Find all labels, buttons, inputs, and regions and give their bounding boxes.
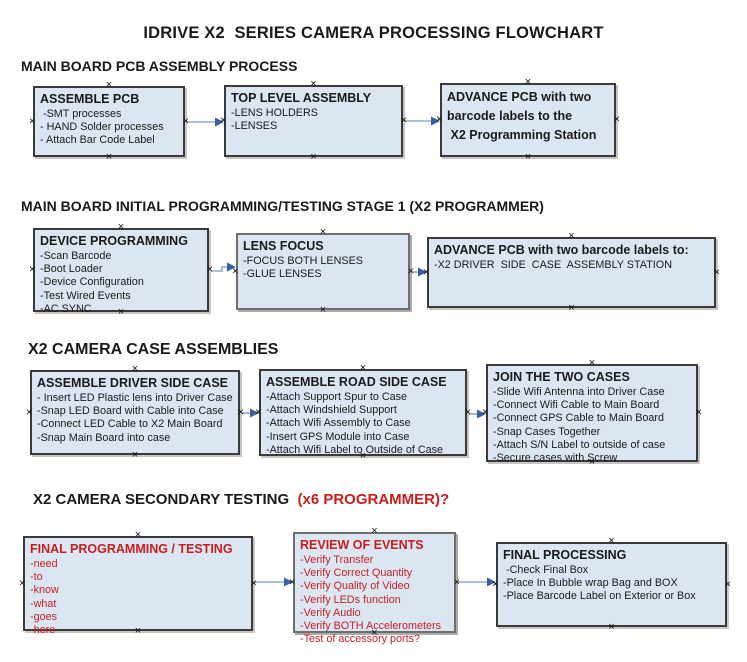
box-item: -Test Wired Events bbox=[40, 289, 131, 302]
box-title: ASSEMBLE ROAD SIDE CASE bbox=[266, 375, 447, 389]
box-item: -Snap LED Board with Cable into Case bbox=[37, 405, 224, 418]
connector-arrow-lensfocus-to-advance[interactable] bbox=[412, 267, 427, 277]
connector-arrow-assemble-to-toplevel[interactable] bbox=[187, 117, 224, 127]
box-item: -Snap Main Board into case bbox=[37, 431, 171, 444]
box-items: -Scan Barcode -Boot Loader -Device Confi… bbox=[40, 250, 203, 316]
box-title: ASSEMBLE PCB bbox=[40, 92, 140, 106]
connector-arrow-finalprog-to-review[interactable] bbox=[255, 577, 293, 587]
box-item: -GLUE LENSES bbox=[243, 268, 322, 281]
box-item: -Verify Correct Quantity bbox=[300, 567, 413, 580]
box-item: -Place Barcode Label on Exterior or Box bbox=[503, 590, 696, 603]
box-item: -X2 DRIVER SIDE CASE ASSEMBLY STATION bbox=[434, 259, 672, 271]
box-item: - HAND Solder processes bbox=[40, 121, 164, 134]
box-item: -need bbox=[30, 558, 58, 570]
box-item: -what bbox=[30, 597, 57, 610]
box-item: -Attach S/N Label to outside of case bbox=[493, 438, 666, 451]
section-header-secondary-testing: X2 CAMERA SECONDARY TESTING (x6 PROGRAMM… bbox=[33, 491, 449, 508]
box-item: -AC SYNC bbox=[40, 302, 92, 315]
box-item: -Device Configuration bbox=[40, 276, 144, 289]
box-item: -know bbox=[30, 584, 59, 597]
box-item: -Test of accessory ports? bbox=[300, 633, 421, 646]
box-item: -here bbox=[30, 624, 56, 637]
connector-arrow-toplevel-to-advance[interactable] bbox=[405, 116, 440, 126]
box-item: -to bbox=[30, 571, 43, 584]
section-header-case-assemblies: X2 CAMERA CASE ASSEMBLIES bbox=[28, 341, 279, 358]
box-items: -X2 DRIVER SIDE CASE ASSEMBLY STATION bbox=[434, 259, 710, 272]
box-items: -LENS HOLDERS -LENSES bbox=[231, 107, 397, 133]
section-header-initial-programming: MAIN BOARD INITIAL PROGRAMMING/TESTING S… bbox=[21, 198, 544, 214]
box-item: - Attach Bar Code Label bbox=[40, 134, 155, 147]
box-item: -Connect GPS Cable to Main Board bbox=[493, 412, 665, 425]
box-item: -Attach Windshield Support bbox=[266, 404, 397, 417]
box-item: -LENSES bbox=[231, 120, 278, 133]
box-item: - Insert LED Plastic lens into Driver Ca… bbox=[37, 392, 233, 404]
section-header-red-part: (x6 PROGRAMMER)? bbox=[297, 491, 450, 508]
flow-box-review-of-events[interactable]: × × × × REVIEW OF EVENTS -Verify Transfe… bbox=[289, 526, 460, 646]
flow-box-advance-pcb-to-programming-station[interactable]: × × × × ADVANCE PCB with two barcode lab… bbox=[436, 77, 620, 163]
box-item: -FOCUS BOTH LENSES bbox=[243, 255, 363, 267]
box-item: -goes bbox=[30, 610, 58, 623]
flow-box-assemble-road-side-case[interactable]: × × × × ASSEMBLE ROAD SIDE CASE -Attach … bbox=[255, 363, 471, 462]
box-item: -Verify BOTH Accelerometers bbox=[300, 620, 441, 633]
box-item: -Boot Loader bbox=[40, 263, 103, 276]
box-items: -need -to -know -what -goes -here bbox=[30, 558, 247, 637]
box-item: -Verify Audio bbox=[300, 606, 361, 619]
connector-arrow-device-to-lensfocus[interactable] bbox=[211, 262, 236, 272]
box-item: -Secure cases with Screw bbox=[493, 452, 618, 465]
box-item: -Verify Quality of Video bbox=[300, 580, 410, 593]
box-title: ASSEMBLE DRIVER SIDE CASE bbox=[37, 376, 229, 390]
box-title: ADVANCE PCB with two barcode labels to t… bbox=[447, 90, 597, 142]
section-header-black-part: X2 CAMERA SECONDARY TESTING bbox=[33, 491, 298, 508]
box-title: LENS FOCUS bbox=[243, 239, 324, 253]
box-item: -Attach Wifi Label to Outside of Case bbox=[266, 443, 444, 456]
box-items: -FOCUS BOTH LENSES -GLUE LENSES bbox=[243, 255, 404, 281]
box-item: -SMT processes bbox=[40, 108, 122, 120]
box-title: TOP LEVEL ASSEMBLY bbox=[231, 91, 372, 105]
box-item: -Insert GPS Module into Case bbox=[266, 430, 410, 443]
box-item: -LENS HOLDERS bbox=[231, 107, 318, 119]
flow-box-device-programming[interactable]: × × × × DEVICE PROGRAMMING -Scan Barcode… bbox=[29, 222, 213, 318]
box-item: -Slide Wifi Antenna into Driver Case bbox=[493, 386, 665, 398]
box-item: -Place In Bubble wrap Bag and BOX bbox=[503, 577, 678, 590]
flow-box-advance-pcb-to-case-assembly[interactable]: × × × × ADVANCE PCB with two barcode lab… bbox=[423, 231, 720, 314]
box-title: DEVICE PROGRAMMING bbox=[40, 234, 188, 248]
box-item: -Snap Cases Together bbox=[493, 425, 601, 438]
page-title: IDRIVE X2 SERIES CAMERA PROCESSING FLOWC… bbox=[143, 24, 604, 42]
box-items: -Verify Transfer -Verify Correct Quantit… bbox=[300, 554, 450, 646]
box-title: FINAL PROGRAMMING / TESTING bbox=[30, 542, 233, 556]
flow-box-final-processing[interactable]: × × × × FINAL PROCESSING -Check Final Bo… bbox=[492, 536, 731, 633]
connector-arrow-review-to-finalproc[interactable] bbox=[458, 577, 496, 587]
box-item: -Check Final Box bbox=[503, 564, 589, 576]
box-item: -Scan Barcode bbox=[40, 250, 112, 262]
flow-box-join-the-two-cases[interactable]: × × × × JOIN THE TWO CASES -Slide Wifi A… bbox=[482, 358, 702, 468]
flow-box-assemble-driver-side-case[interactable]: × × × × ASSEMBLE DRIVER SIDE CASE - Inse… bbox=[26, 364, 244, 461]
box-item: -Verify LEDs function bbox=[300, 593, 401, 606]
box-items: -Slide Wifi Antenna into Driver Case -Co… bbox=[493, 386, 692, 465]
flow-box-final-programming-testing[interactable]: × × × × FINAL PROGRAMMING / TESTING -nee… bbox=[19, 530, 257, 637]
section-header-pcb-assembly: MAIN BOARD PCB ASSEMBLY PROCESS bbox=[21, 58, 298, 74]
box-item: -Connect LED Cable to X2 Main Board bbox=[37, 418, 223, 431]
box-items: -Check Final Box -Place In Bubble wrap B… bbox=[503, 564, 721, 604]
box-title: ADVANCE PCB with two barcode labels to: bbox=[434, 243, 689, 257]
connector-arrow-road-to-join[interactable] bbox=[469, 409, 486, 419]
box-item: -Attach Support Spur to Case bbox=[266, 391, 408, 403]
box-item: -Connect Wifi Cable to Main Board bbox=[493, 399, 660, 412]
box-title: JOIN THE TWO CASES bbox=[493, 370, 630, 384]
connector-arrow-driver-to-road[interactable] bbox=[242, 408, 259, 418]
box-item: -Verify Transfer bbox=[300, 554, 374, 566]
box-items: -Attach Support Spur to Case -Attach Win… bbox=[266, 391, 461, 457]
box-items: - Insert LED Plastic lens into Driver Ca… bbox=[37, 392, 234, 445]
flow-box-assemble-pcb[interactable]: × × × × ASSEMBLE PCB -SMT processes - HA… bbox=[29, 80, 189, 163]
flow-box-top-level-assembly[interactable]: × × × × TOP LEVEL ASSEMBLY -LENS HOLDERS… bbox=[220, 79, 407, 163]
box-title: FINAL PROCESSING bbox=[503, 548, 627, 562]
box-items: -SMT processes - HAND Solder processes -… bbox=[40, 108, 179, 148]
box-title: REVIEW OF EVENTS bbox=[300, 538, 424, 552]
box-item: -Attach Wifi Assembly to Case bbox=[266, 417, 411, 430]
